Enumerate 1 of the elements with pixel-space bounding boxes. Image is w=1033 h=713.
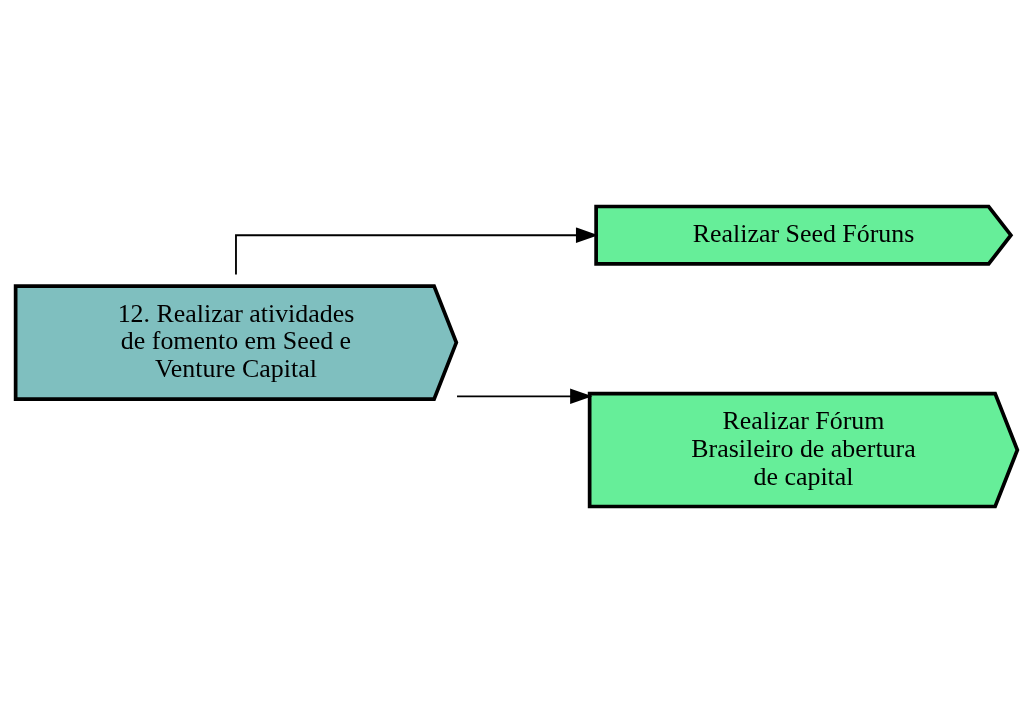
arrow [456,388,593,405]
